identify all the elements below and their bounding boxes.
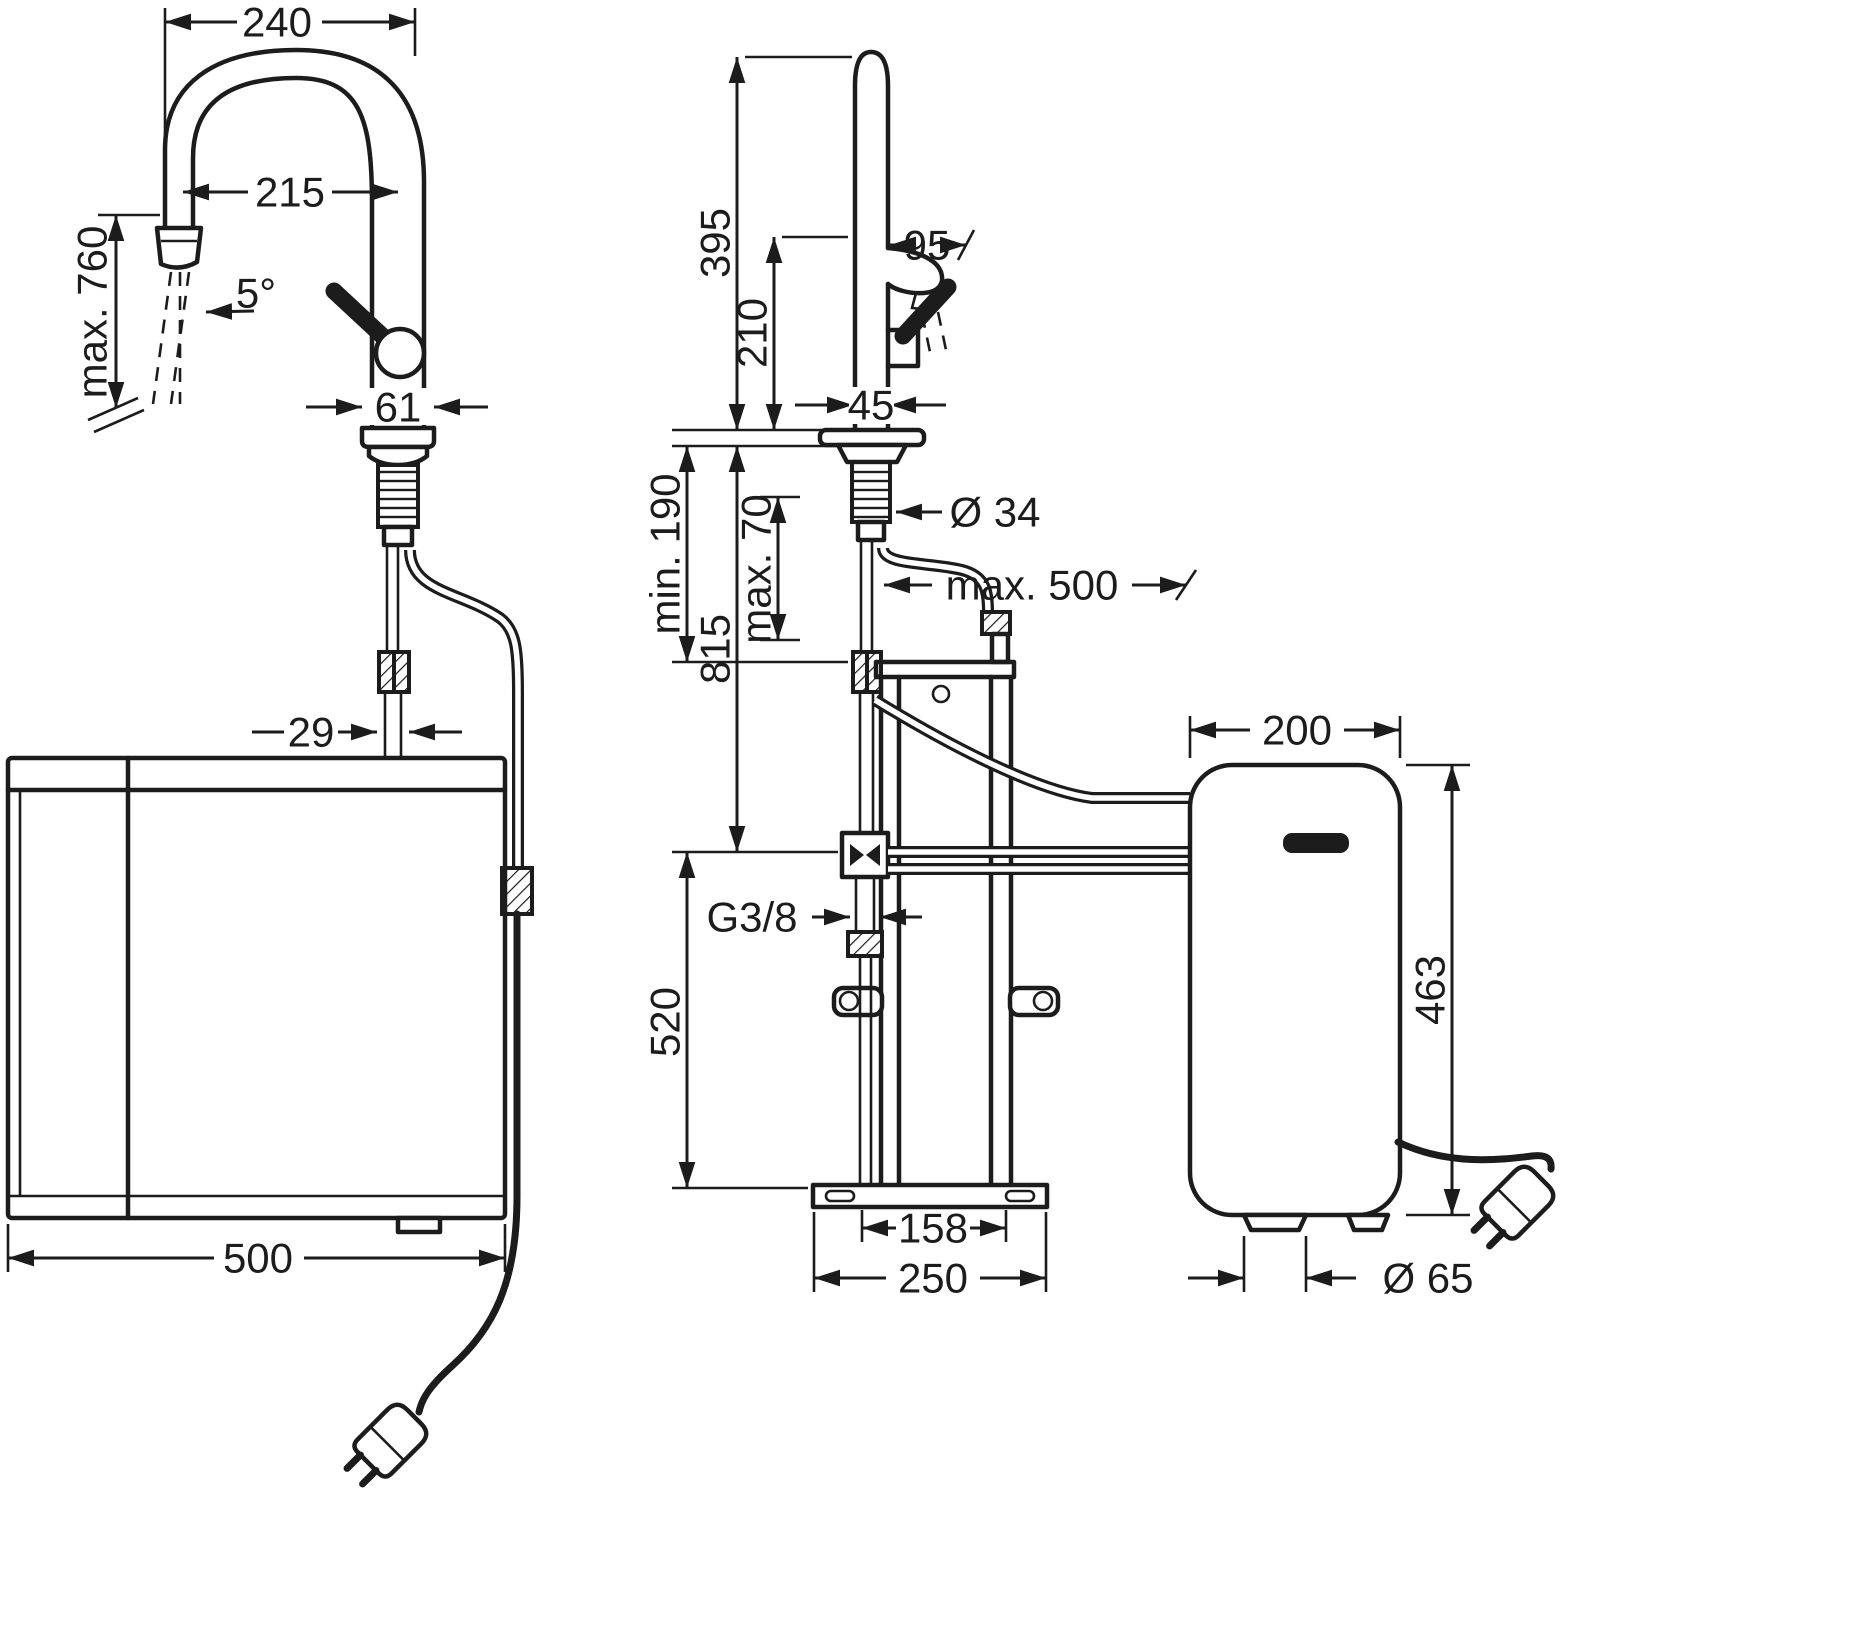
dim-label-29: 29 [288,709,335,756]
dim-label-815: 815 [692,614,739,684]
spray-head [154,225,204,270]
connection-hoses [871,694,1190,875]
dim-label-g38: G3/8 [706,894,797,941]
dim-base-width: 250 [812,1212,1048,1302]
dim-label-max-760: max. 760 [69,226,116,399]
dim-outlet-height: 210 [729,235,848,430]
base-cabinet [5,755,508,1235]
dim-label-158: 158 [898,1205,968,1252]
dim-label-61: 61 [375,384,422,431]
dim-label-520: 520 [642,987,689,1057]
dim-hole-diameter: Ø 34 [896,489,1041,536]
hose-union [980,610,1012,636]
pullout-hose-dashed [151,271,191,405]
dim-body-depth: 45 [795,382,946,429]
unit-foot-right [1345,1212,1391,1233]
indicator-slot [1283,833,1349,853]
dim-label-210: 210 [729,298,776,368]
dim-foot-diameter: Ø 65 [1188,1236,1474,1302]
threaded-shank-side [850,460,892,524]
mounting-clip-right [1007,985,1061,1018]
dim-lower-drop: 520 [642,850,838,1190]
handle-lever-side [894,278,957,345]
hose-connector [851,650,869,694]
hose-connector [392,650,411,694]
unit-foot-left [1241,1212,1309,1233]
dim-label-d65: Ø 65 [1382,1255,1473,1302]
dim-max-hose: max. 500 [884,562,1198,609]
dim-label-5deg: 5° [236,270,276,317]
power-cord [415,910,521,1416]
dim-label-45: 45 [848,382,895,429]
dim-label-95: 95 [904,222,951,269]
angle-valve [839,830,891,1185]
dim-min-clearance: min. 190 [642,446,848,664]
faucet-side [817,49,994,833]
dim-label-d34: Ø 34 [949,489,1040,536]
hose-connector [377,650,396,694]
mounting-frame [810,610,1061,1210]
deck-reference-lines [672,428,850,448]
base-plate [810,1182,1050,1210]
dim-body-width: 61 [306,384,488,431]
dim-total-drop: 815 [692,446,746,852]
dim-label-240: 240 [242,0,312,46]
dim-spout-reach: 215 [183,169,398,216]
mounting-clip-left [831,985,885,1018]
dim-spout-width: 240 [163,0,417,142]
front-view: 240 215 max. 760 5° 61 2 [5,0,534,1493]
dim-spout-offset: 95 [890,222,976,269]
unit-power-plug-icon [1465,1162,1558,1255]
handle-joint [373,326,427,380]
thread-nut [846,930,884,958]
dim-label-500: 500 [223,1235,293,1282]
dim-box-width: 500 [6,1224,507,1282]
dim-shank-width: 29 [252,709,462,756]
dim-unit-depth: 200 [1188,707,1402,758]
dim-label-395: 395 [692,208,739,278]
dim-spray-angle: 5° [205,270,276,320]
dim-label-max-500: max. 500 [946,562,1119,609]
dim-frame-width: 158 [860,1205,1008,1252]
dim-max-pullout: max. 760 [69,213,160,434]
faucet-front [151,47,534,916]
dim-unit-height: 463 [1406,763,1470,1217]
dim-label-250: 250 [898,1255,968,1302]
unit-power-cord [1394,1138,1555,1173]
dim-label-463: 463 [1407,955,1454,1025]
base-flange [359,425,437,450]
threaded-shank [376,463,420,529]
filter-unit [1187,762,1403,1233]
dim-label-min-190: min. 190 [642,473,689,634]
cabinet-foot [395,1215,443,1235]
dim-max-deck: max. 70 [733,494,800,644]
dim-label-max-70: max. 70 [733,494,780,643]
dim-label-200: 200 [1262,707,1332,754]
dim-thread: G3/8 [706,894,922,941]
dim-spout-height: 395 [692,55,852,430]
side-view: 395 210 95 45 Ø 34 min. 190 [642,49,1559,1302]
dim-label-215: 215 [255,169,325,216]
